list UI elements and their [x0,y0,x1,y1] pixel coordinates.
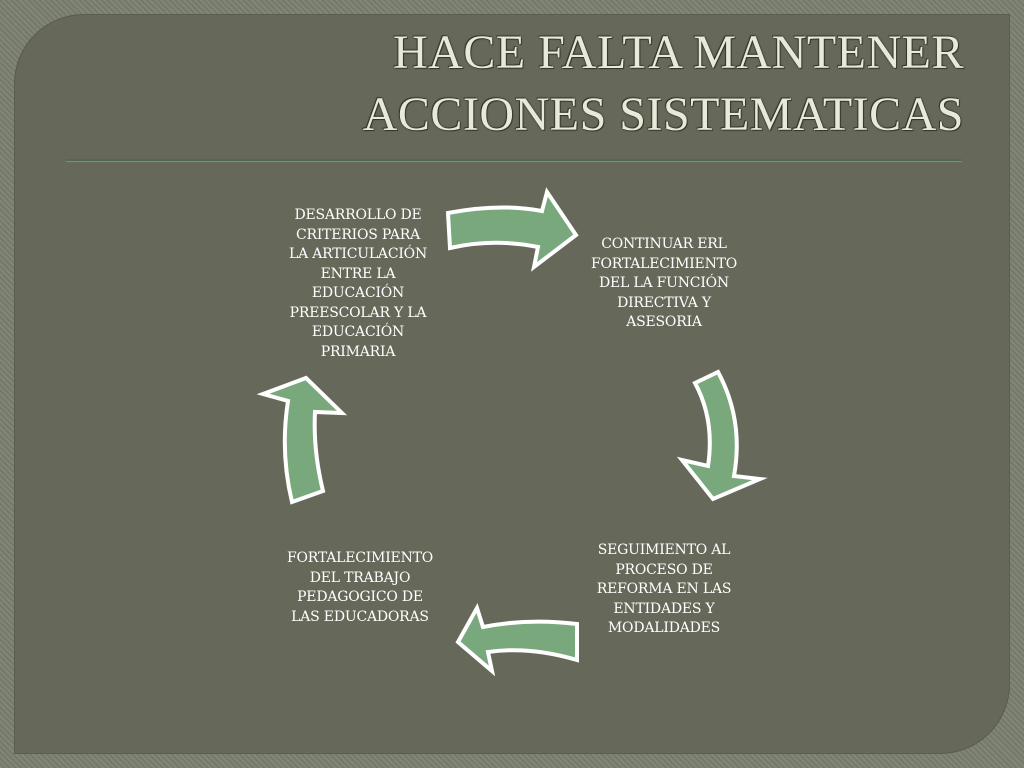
title-line-1: HACE FALTA MANTENER [392,26,964,79]
node-line: ENTIDADES Y [613,600,715,617]
node-line: ASESORIA [626,314,702,330]
node-line: EDUCACIÓN [311,285,405,301]
node-line: MODALIDADES [607,620,721,636]
node-seguimiento: SEGUIMIENTO AL PROCESO DE REFORMA EN LAS… [574,541,754,639]
arrow-continuar-to-seguimiento [676,369,768,502]
node-line: EDUCACIÓN [311,324,405,340]
node-line: LAS EDUCADORAS [291,608,429,625]
node-line: PEDAGOGICO DE [297,589,423,605]
node-line: DEL TRABAJO [309,569,411,586]
slide-title: HACE FALTA MANTENER ACCIONES SISTEMATICA… [200,22,964,146]
node-line: REFORMA EN LAS [596,581,732,597]
node-continuar: CONTINUAR ERL FORTALECIMIENTO DEL LA FUN… [574,235,754,333]
arrow-seguimiento-to-fortalecimiento [455,602,579,677]
arrow-fortalecimiento-to-desarrollo [256,375,348,505]
title-divider [66,159,962,162]
node-line: DIRECTIVA Y [617,294,711,311]
node-line: SEGUIMIENTO AL [597,542,731,558]
node-line: PRIMARIA [320,343,396,360]
node-line: LA ARTICULACIÓN [288,246,428,262]
node-line: PREESCOLAR Y LA [289,304,427,321]
node-line: FORTALECIMIENTO [286,550,434,566]
node-line: DEL LA FUNCIÓN [599,275,729,291]
node-line: PROCESO DE [615,561,713,578]
node-line: DESARROLLO DE [294,207,422,223]
arrow-desarrollo-to-continuar [445,187,579,272]
node-desarrollo: DESARROLLO DE CRITERIOS PARA LA ARTICULA… [268,206,448,362]
node-line: ENTRE LA [320,265,396,282]
node-line: CRITERIOS PARA [295,226,421,243]
title-line-2: ACCIONES SISTEMATICAS [362,88,964,141]
node-fortalecimiento: FORTALECIMIENTO DEL TRABAJO PEDAGOGICO D… [268,549,452,627]
node-line: FORTALECIMIENTO [590,255,738,272]
node-line: CONTINUAR ERL [601,236,727,252]
